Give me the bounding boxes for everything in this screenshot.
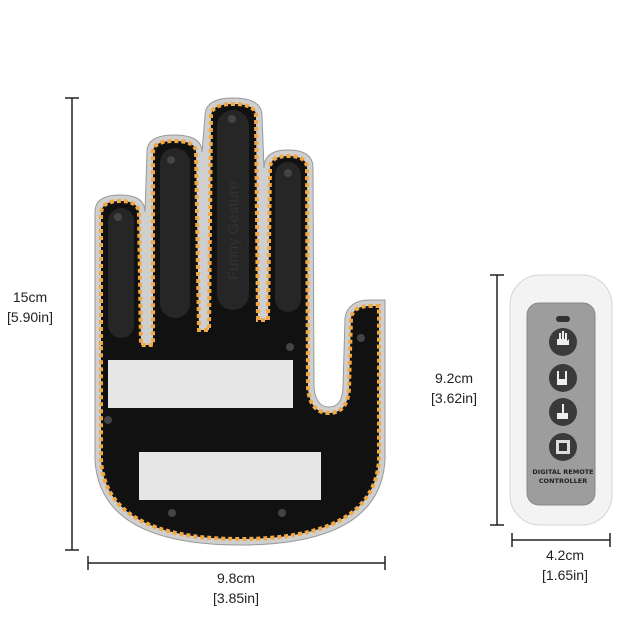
- remote-height-metric: 9.2cm: [434, 370, 474, 386]
- hand-height-imperial: [5.90in]: [7, 309, 53, 325]
- hand-height-metric: 15cm: [12, 289, 48, 305]
- remote-width-imperial: [1.65in]: [542, 567, 588, 583]
- rock-hand-icon: [549, 364, 577, 392]
- remote-width-label: 4.2cm [1.65in]: [530, 545, 600, 585]
- remote-height-imperial: [3.62in]: [431, 390, 477, 406]
- remote-buttons: [549, 328, 577, 461]
- led-hand: Funny Gesture: [94, 97, 386, 546]
- remote-height-label: 9.2cm [3.62in]: [418, 368, 490, 408]
- svg-text:CONTROLLER: CONTROLLER: [539, 477, 587, 485]
- hand-height-label: 15cm [5.90in]: [0, 287, 60, 327]
- dimension-lines: [65, 97, 611, 570]
- hand-width-imperial: [3.85in]: [213, 590, 259, 606]
- hand-width-label: 9.8cm [3.85in]: [196, 568, 276, 608]
- remote-controller: DIGITAL REMOTE CONTROLLER: [509, 274, 613, 526]
- svg-text:DIGITAL REMOTE: DIGITAL REMOTE: [532, 468, 593, 476]
- brand-text: Funny Gesture: [225, 181, 242, 280]
- hand-width-metric: 9.8cm: [216, 570, 256, 586]
- remote-width-metric: 4.2cm: [545, 547, 585, 563]
